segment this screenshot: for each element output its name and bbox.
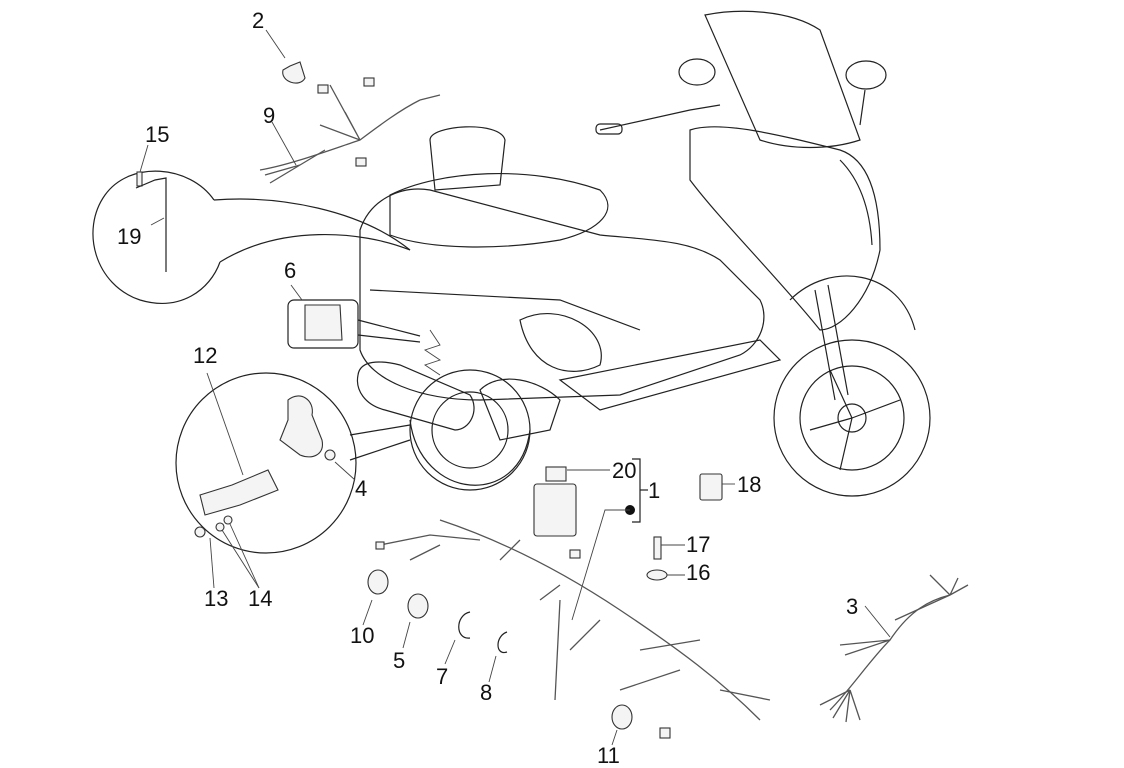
callout-7: 7 <box>436 664 449 689</box>
callout-17: 17 <box>686 532 711 557</box>
clip-part <box>265 29 306 84</box>
callout-16: 16 <box>686 560 711 585</box>
callout-2: 2 <box>252 8 265 33</box>
callout-19: 19 <box>117 224 142 249</box>
callout-9: 9 <box>263 103 276 128</box>
callout-11: 11 <box>597 743 620 768</box>
callout-3: 3 <box>846 594 859 619</box>
front-harness-part <box>259 77 441 184</box>
fuse-and-control-unit <box>533 458 648 621</box>
callout-18: 18 <box>737 472 762 497</box>
callout-13: 13 <box>204 586 229 611</box>
callout-12: 12 <box>193 343 218 368</box>
callout-15: 15 <box>145 122 170 147</box>
rubber-cover-part <box>287 284 421 349</box>
callout-20: 20 <box>612 458 637 483</box>
rear-harness-part <box>819 574 969 723</box>
callout-4: 4 <box>355 476 368 501</box>
callout-6: 6 <box>284 258 297 283</box>
bracket-part <box>699 473 735 501</box>
main-harness-part <box>375 519 771 739</box>
bolt-and-washer <box>646 536 685 581</box>
callout-10: 10 <box>350 623 375 648</box>
scooter-illustration <box>356 10 931 497</box>
detail-circle-ground-cable <box>92 144 411 304</box>
detail-circle-sensor <box>175 372 411 589</box>
callout-14: 14 <box>248 586 273 611</box>
callout-5: 5 <box>393 648 406 673</box>
callout-1: 1 <box>648 478 661 503</box>
clamp-parts <box>362 569 633 746</box>
callout-8: 8 <box>480 680 493 705</box>
